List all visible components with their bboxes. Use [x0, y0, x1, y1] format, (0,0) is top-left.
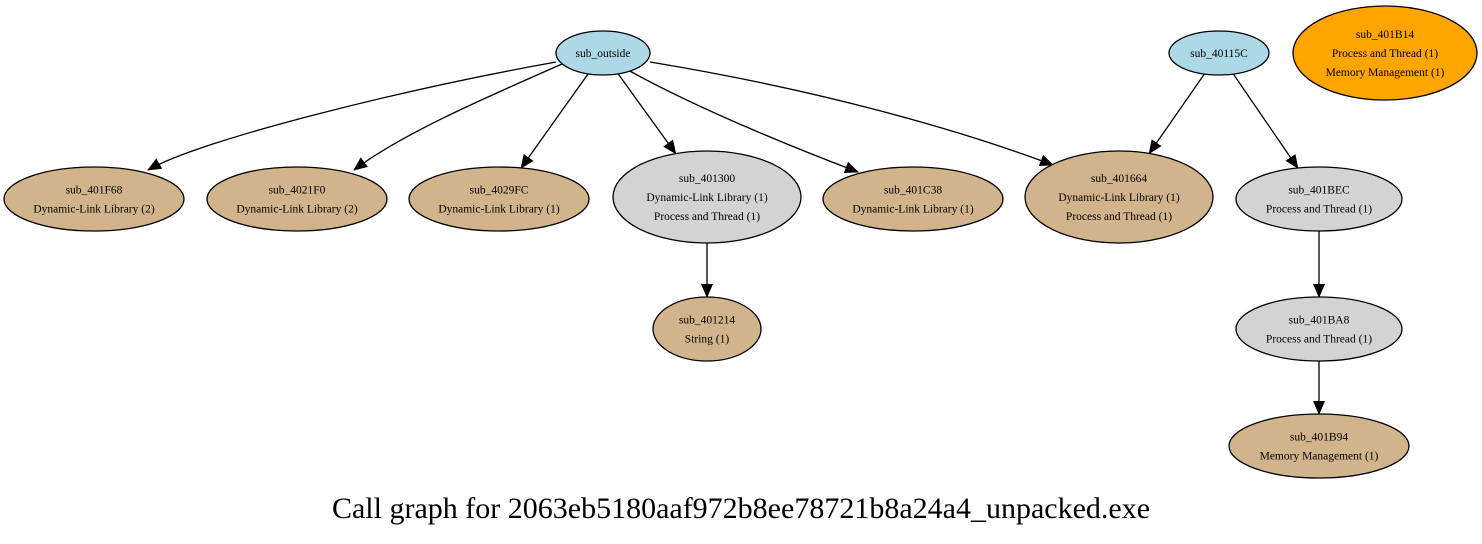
node-shape-sub_4021F0: [206, 166, 388, 232]
node-sub_outside: sub_outside: [555, 30, 651, 76]
node-name: sub_401BEC: [1288, 185, 1350, 197]
node-shape-sub_401C38: [822, 166, 1004, 232]
node-category: String (1): [685, 334, 730, 346]
node-category: Process and Thread (1): [1066, 211, 1172, 223]
node-name: sub_401C38: [884, 185, 942, 197]
node-category: Process and Thread (1): [1266, 204, 1372, 216]
node-category: Process and Thread (1): [1266, 334, 1372, 346]
edge-sub_40115C-to-sub_401BEC: [1232, 73, 1299, 169]
node-category: Dynamic-Link Library (2): [33, 204, 155, 216]
node-category: Dynamic-Link Library (1): [646, 192, 768, 204]
node-shape-sub_401300: [612, 150, 802, 244]
edge-sub_outside-to-sub_401664: [649, 61, 1054, 167]
edges-layer: [147, 61, 1325, 415]
graph-title: Call graph for 2063eb5180aaf972b8ee78721…: [332, 492, 1150, 525]
node-category: Dynamic-Link Library (2): [236, 204, 358, 216]
node-sub_401BEC: sub_401BEC Process and Thread (1): [1235, 166, 1403, 232]
node-name: sub_4029FC: [470, 185, 529, 197]
node-name: sub_401BA8: [1289, 315, 1350, 327]
node-shape-sub_401214: [652, 296, 762, 362]
node-shape-sub_outside: [555, 30, 651, 76]
edge-sub_outside-to-sub_401C38: [627, 69, 859, 173]
node-shape-sub_401B94: [1228, 413, 1410, 479]
node-name: sub_40115C: [1190, 48, 1248, 60]
edge-sub_outside-to-sub_4029FC: [520, 73, 589, 169]
edge-sub_outside-to-sub_401300: [617, 73, 677, 155]
node-category: Process and Thread (1): [654, 211, 760, 223]
node-name: sub_401300: [679, 173, 735, 185]
node-shape-sub_401BA8: [1235, 296, 1403, 362]
node-sub_40115C: sub_40115C: [1168, 30, 1270, 76]
node-category: Dynamic-Link Library (1): [852, 204, 974, 216]
node-shape-sub_401B14: [1292, 5, 1478, 101]
node-name: sub_401664: [1091, 173, 1147, 185]
node-category: Memory Management (1): [1326, 67, 1445, 79]
edge-sub_outside-to-sub_401F68: [147, 61, 557, 171]
edge-sub_outside-to-sub_4021F0: [353, 63, 563, 171]
node-category: Dynamic-Link Library (1): [1058, 192, 1180, 204]
node-sub_4029FC: sub_4029FC Dynamic-Link Library (1): [408, 166, 590, 232]
node-category: Dynamic-Link Library (1): [438, 204, 560, 216]
edge-sub_40115C-to-sub_401664: [1148, 73, 1205, 155]
node-shape-sub_401664: [1024, 150, 1214, 244]
node-name: sub_401214: [679, 315, 735, 327]
node-name: sub_401F68: [66, 185, 123, 197]
node-shape-sub_4029FC: [408, 166, 590, 232]
node-name: sub_401B14: [1356, 29, 1414, 41]
node-category: Memory Management (1): [1260, 451, 1379, 463]
node-name: sub_4021F0: [269, 185, 326, 197]
node-category: Process and Thread (1): [1332, 48, 1438, 60]
node-shape-sub_401BEC: [1235, 166, 1403, 232]
node-shape-sub_40115C: [1168, 30, 1270, 76]
node-shape-sub_401F68: [3, 166, 185, 232]
node-name: sub_401B94: [1290, 432, 1348, 444]
node-name: sub_outside: [576, 48, 631, 60]
